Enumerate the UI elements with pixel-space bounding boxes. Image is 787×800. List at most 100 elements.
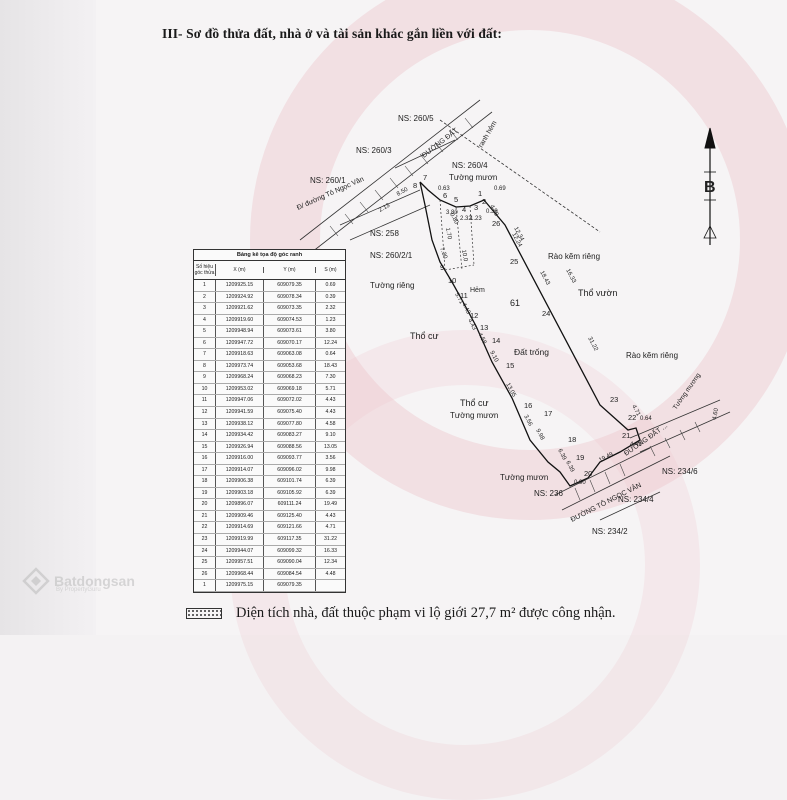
- table-cell-x: 1209918.63: [216, 349, 264, 360]
- table-cell-x: 1209914.07: [216, 464, 264, 476]
- table-cell-x: 1209947.72: [216, 337, 264, 349]
- fence-label: Rào kẽm riêng: [548, 252, 600, 261]
- edge-length: 9.10: [488, 350, 499, 364]
- table-cell-len: 16.33: [324, 547, 337, 554]
- table-cell-y: 609079.35: [264, 580, 316, 591]
- table-cell-id: 5: [194, 326, 216, 337]
- misc-number: 0.63: [438, 186, 450, 192]
- coordinate-table-header: Số hiệu góc thửa X (m) Y (m) S (m): [194, 261, 345, 280]
- table-cell-y: 609093.77: [264, 453, 316, 464]
- table-cell-x: 1209947.06: [216, 395, 264, 407]
- section-heading: III- Sơ đồ thửa đất, nhà ở và tài sản kh…: [162, 26, 502, 41]
- vertex-label: 26: [492, 219, 500, 228]
- table-cell-id: 1: [194, 280, 216, 291]
- fence-label: Rào kẽm riêng: [626, 351, 678, 360]
- inner-dashed: [439, 199, 475, 271]
- misc-number: 0.80: [448, 212, 459, 226]
- table-cell-y: 609111.24: [264, 499, 316, 510]
- table-cell-id: 8: [194, 360, 216, 372]
- table-cell-id: 7: [194, 349, 216, 360]
- table-cell-len: [316, 580, 345, 591]
- vertex-label: 25: [510, 257, 518, 266]
- table-cell-len: 31.22: [324, 536, 337, 543]
- table-cell-y: 609083.27: [264, 430, 316, 441]
- edge-length: 31.22: [586, 336, 599, 353]
- road-label-corner: Tường mương: [672, 372, 703, 411]
- table-cell-x: 1209914.69: [216, 522, 264, 534]
- table-cell-len: 4.48: [325, 570, 336, 577]
- edge-length: 18.43: [538, 270, 551, 287]
- edge-length: 3.80: [446, 210, 458, 216]
- col-header-x: X (m): [216, 267, 264, 273]
- table-cell-id: 20: [194, 499, 216, 510]
- table-cell-y: 609070.17: [264, 337, 316, 349]
- misc-number: 0.90: [574, 480, 586, 486]
- hatch-bottom-road: [574, 421, 701, 501]
- vertex-label: 19: [576, 453, 584, 462]
- table-cell-y: 609077.80: [264, 418, 316, 430]
- land-plot-diagram: B NS: 260/5 NS: 260/3 NS: 260/1 NS: 260/…: [296, 99, 731, 536]
- neighbor-label: NS: 258: [370, 229, 399, 238]
- table-cell-id: 13: [194, 418, 216, 430]
- table-cell-id: 23: [194, 534, 216, 545]
- table-cell-y: 609075.40: [264, 407, 316, 418]
- vertex-label: 14: [492, 336, 500, 345]
- table-cell-y: 609096.02: [264, 464, 316, 476]
- table-cell-len: 0.64: [325, 351, 336, 358]
- table-cell-id: 17: [194, 464, 216, 476]
- vertex-label: 1: [478, 189, 482, 198]
- table-cell-x: 1209934.42: [216, 430, 264, 441]
- table-cell-y: 609074.53: [264, 314, 316, 326]
- table-cell-len: 9.98: [325, 466, 336, 473]
- table-cell-id: 9: [194, 372, 216, 383]
- misc-number: 4.60: [712, 407, 720, 420]
- batdongsan-logo-text: Batdongsan: [54, 573, 135, 589]
- table-cell-x: 1209919.60: [216, 314, 264, 326]
- table-cell-len: 5.71: [325, 385, 336, 392]
- vertex-label: 6: [443, 191, 447, 200]
- vertex-label: 15: [506, 361, 514, 370]
- edge-length: 0.69: [494, 186, 506, 192]
- vertex-label: 4: [462, 205, 466, 214]
- table-cell-len: 9.10: [325, 432, 336, 439]
- table-cell-x: 1209941.59: [216, 407, 264, 418]
- table-cell-y: 609088.56: [264, 441, 316, 453]
- zone-label: Thổ cư: [460, 398, 489, 408]
- edge-length: 5.71: [453, 292, 464, 306]
- vertex-label: 20: [584, 469, 592, 478]
- zone-label: Thổ vườn: [578, 288, 617, 298]
- table-cell-x: 1209906.38: [216, 476, 264, 487]
- neighbor-label: NS: 236: [534, 489, 563, 498]
- table-cell-x: 1209924.92: [216, 291, 264, 303]
- zone-label: Đất trống: [514, 347, 549, 357]
- misc-number: 2.13: [378, 202, 392, 213]
- table-cell-len: 4.43: [325, 397, 336, 404]
- table-cell-x: 1209953.02: [216, 383, 264, 395]
- table-cell-x: 1209948.94: [216, 326, 264, 337]
- batdongsan-logo-sub: By PropertyGuru: [56, 587, 101, 593]
- edge-length: 4.58: [476, 332, 487, 346]
- vertex-label: 23: [610, 395, 618, 404]
- vertex-label: 21: [622, 431, 630, 440]
- table-cell-id: 25: [194, 557, 216, 568]
- road-label-lane: ranh hẻm: [478, 120, 499, 149]
- vertex-label: 10: [448, 276, 456, 285]
- table-cell-y: 609068.23: [264, 372, 316, 383]
- table-cell-len: 3.80: [325, 328, 336, 335]
- hem-label: Hẻm: [470, 287, 485, 294]
- vertex-label: 9: [440, 263, 444, 272]
